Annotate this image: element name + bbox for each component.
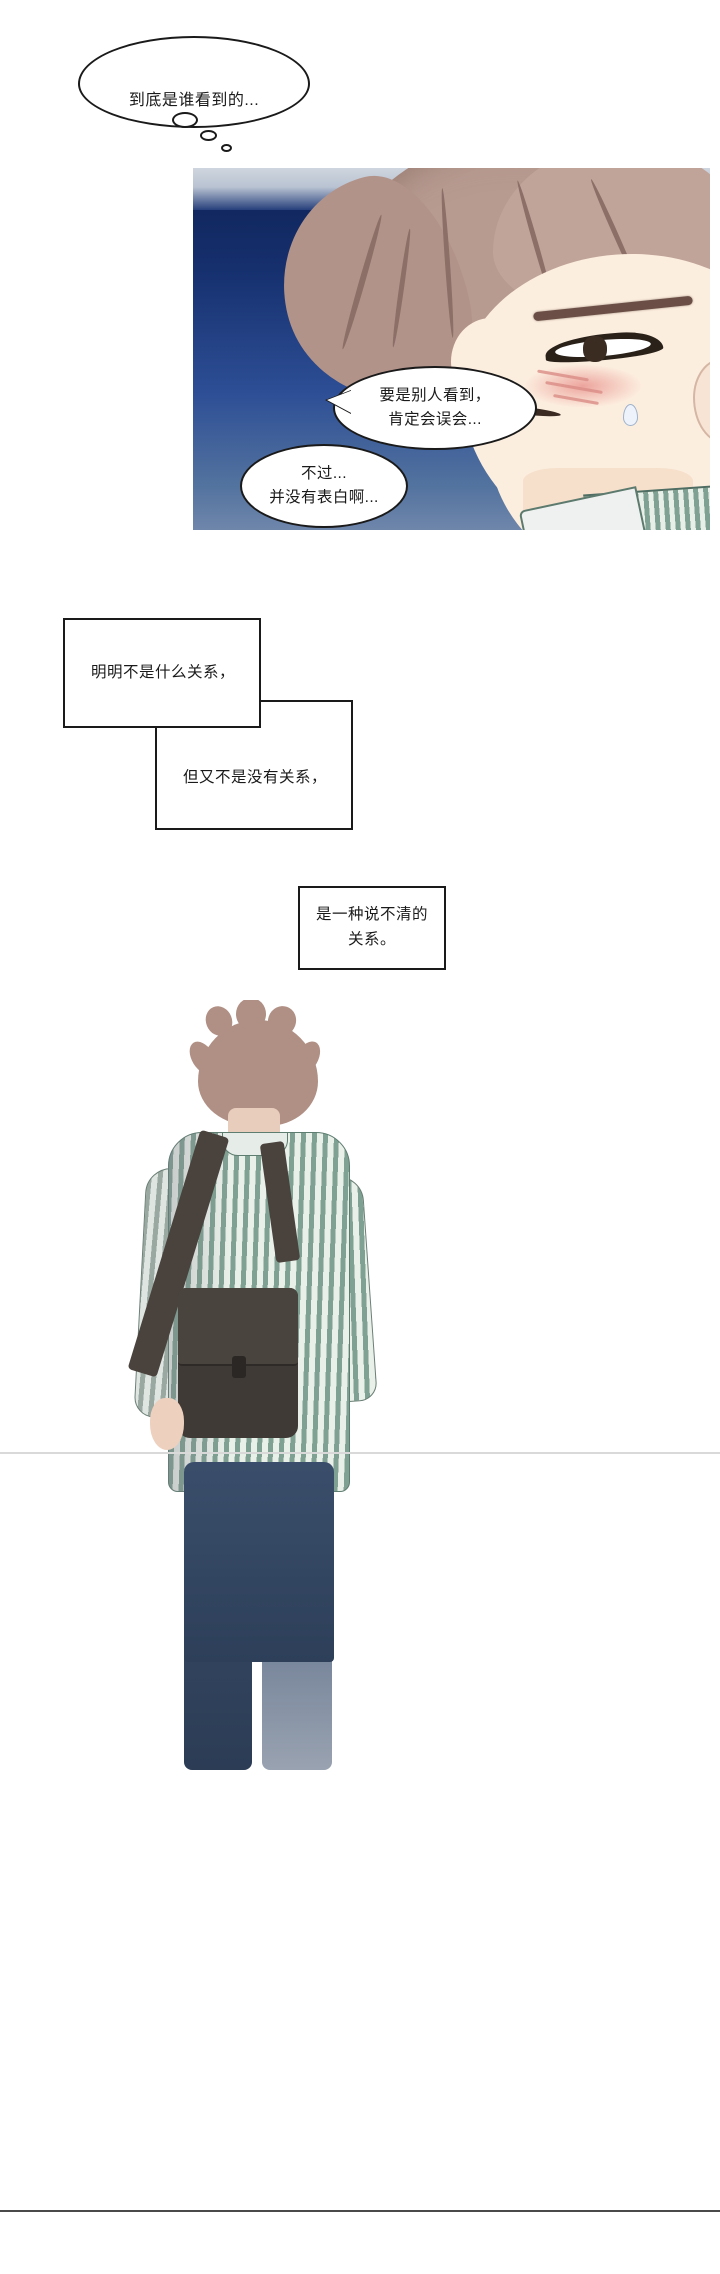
left-hand [150, 1398, 184, 1450]
speech-bubble-3: 不过... 并没有表白啊... [240, 444, 408, 528]
hair-spike [236, 1000, 266, 1030]
comic-panel-back [0, 1000, 720, 2274]
horizon-line [0, 1452, 720, 1454]
messenger-bag-flap [178, 1288, 298, 1366]
narration-box-3: 是一种说不清的 关系。 [298, 886, 446, 970]
thought-bubble-1-text: 到底是谁看到的... [128, 91, 260, 109]
eye-pupil [583, 336, 607, 362]
speech-bubble-2: 要是别人看到， 肯定会误会... [327, 366, 537, 450]
narration-box-2-text: 但又不是没有关系， [182, 769, 327, 786]
pants [184, 1462, 334, 1662]
sweat-drop [623, 404, 638, 426]
narration-box-3-text: 是一种说不清的 关系。 [315, 906, 428, 948]
speech-bubble-3-text: 不过... 并没有表白啊... [269, 464, 379, 506]
speech-bubble-2-text: 要是别人看到， 肯定会误会... [379, 386, 491, 428]
page-bottom-rule [0, 2210, 720, 2212]
thought-tail-dot-small [221, 144, 232, 152]
speech-bubble-2-tail [327, 390, 353, 414]
thought-tail-dot-medium [200, 130, 217, 141]
narration-box-1-text: 明明不是什么关系， [90, 664, 235, 681]
thought-tail-dot-large [172, 112, 198, 128]
narration-box-seam-mask [158, 703, 259, 725]
messenger-bag-buckle [232, 1356, 246, 1378]
thought-bubble-1: 到底是谁看到的... [78, 36, 310, 128]
